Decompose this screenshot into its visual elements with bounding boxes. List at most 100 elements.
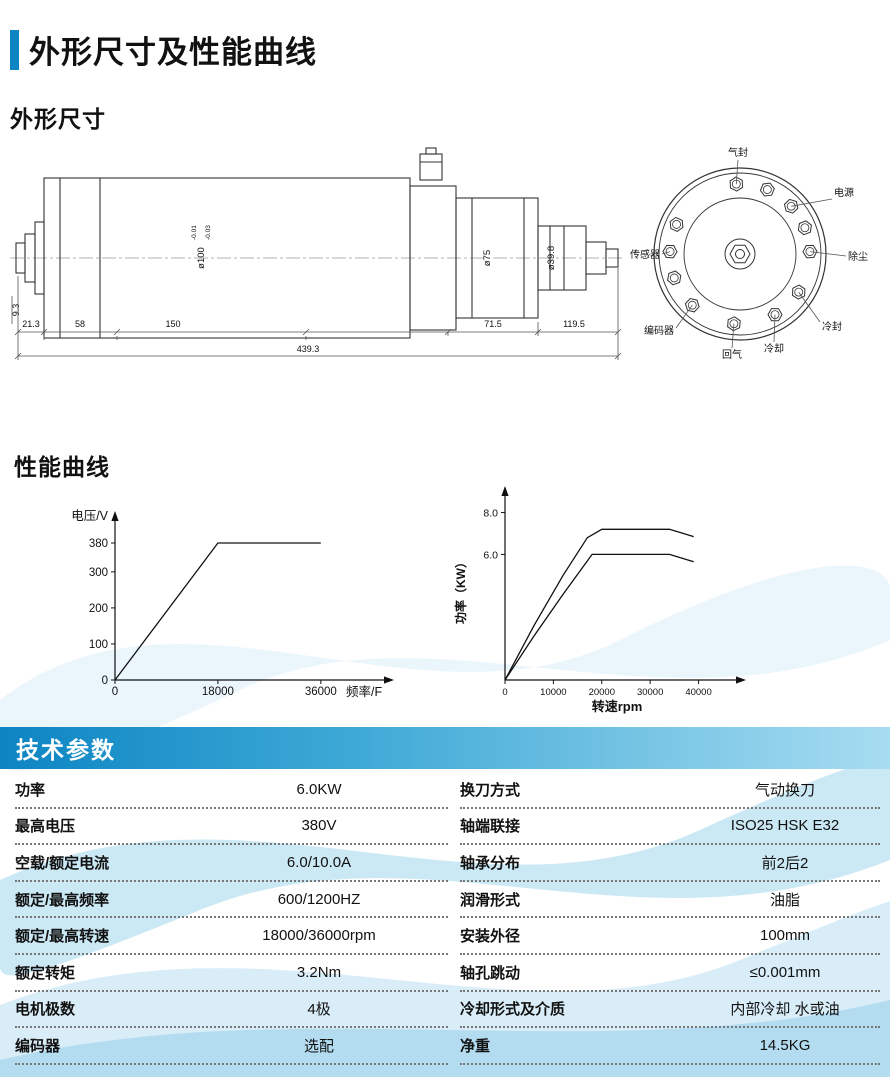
x-axis-label: 频率/F (346, 684, 382, 699)
spec-value: 6.0/10.0A (286, 853, 352, 871)
spec-value: 前2后2 (761, 854, 809, 872)
spec-row: 额定/最高频率 600/1200HZ (15, 882, 448, 919)
x-tick-label: 40000 (685, 687, 711, 698)
y-tick-label: 100 (89, 639, 108, 651)
spec-value: 3.2Nm (296, 963, 342, 981)
y-axis-label: 功率（KW） (453, 556, 468, 624)
spec-label: 空载/额定电流 (15, 854, 110, 872)
x-tick-label: 20000 (589, 687, 615, 698)
spec-row: 轴孔跳动≤0.001mm (460, 955, 880, 992)
spec-row: 净重 14.5KG (460, 1028, 880, 1065)
x-axis-label: 转速rpm (592, 699, 643, 714)
spec-value: 选配 (303, 1037, 334, 1055)
dim-dia-body: ø100 -0.01 -0.03 (191, 225, 212, 269)
section-title-curves: 性能曲线 (14, 454, 110, 480)
port-label: 回气 (722, 348, 742, 361)
flange-nut (802, 244, 818, 259)
port-label: 冷却 (764, 342, 784, 355)
spec-label: 轴端联接 (460, 818, 521, 836)
port-label: 冷封 (822, 320, 842, 333)
spec-label: 电机极数 (15, 1001, 76, 1019)
power-speed-chart: 0 10000 20000 30000 40000 6.0 8.0 功率（KW） 转速rpm (453, 486, 746, 714)
y-tick-label: 380 (89, 538, 108, 550)
spec-label: 额定/最高频率 (15, 891, 110, 909)
spec-row: 空载/额定电流 6.0/10.0A (15, 845, 448, 882)
spec-table-right-column: 换刀方式气动换刀轴端联接 ISO25 HSK E32 轴承分布 前2后2 润滑形式 油脂安… (460, 772, 880, 1065)
params-band: 技术参数 (0, 727, 890, 769)
spec-value: 油脂 (769, 891, 800, 909)
spec-value: 14.5KG (759, 1036, 811, 1054)
page-title: 外形尺寸及性能曲线 (29, 35, 317, 70)
x-tick-label: 10000 (540, 687, 566, 698)
page-header: 外形尺寸及性能曲线 (10, 27, 317, 72)
spec-value: ISO25 HSK E32 (730, 817, 840, 835)
x-tick-label: 18000 (202, 686, 234, 698)
center-hex-nut (729, 244, 751, 264)
dim-150: 150 (165, 319, 180, 329)
flange-nut (783, 198, 799, 214)
y-tick-label: 0 (102, 675, 108, 687)
spec-row: 换刀方式气动换刀 (460, 772, 880, 809)
x-tick-label: 30000 (637, 687, 663, 698)
title-accent-bar (10, 29, 19, 70)
flange-nut (662, 244, 678, 259)
port-label: 编码器 (644, 324, 674, 337)
flange-nut (791, 284, 806, 300)
section-title-params: 技术参数 (16, 737, 116, 763)
spec-row: 冷却形式及介质内部冷却 水或油 (460, 992, 880, 1029)
x-tick-label: 0 (112, 686, 118, 698)
flange-nut (797, 220, 812, 236)
spec-label: 额定/最高转速 (15, 928, 110, 946)
x-tick-label: 0 (502, 687, 507, 698)
spec-value: 380V (301, 817, 337, 835)
dim-total-439-3: 439.3 (297, 344, 320, 354)
spec-row: 轴端联接 ISO25 HSK E32 (460, 809, 880, 846)
spec-value: 600/1200HZ (277, 890, 361, 908)
spec-label: 轴孔跳动 (460, 964, 521, 982)
spec-value: 气动换刀 (754, 781, 815, 799)
spec-row: 额定/最高转速 18000/36000rpm (15, 918, 448, 955)
spec-label: 轴承分布 (460, 854, 521, 872)
svg-text:-0.01: -0.01 (191, 225, 198, 240)
dim-dia-mid: ø75 (482, 250, 493, 266)
spec-label: 额定转矩 (15, 964, 76, 982)
svg-text:-0.03: -0.03 (205, 225, 212, 240)
y-tick-label: 8.0 (483, 508, 498, 520)
spindle-side-view-drawing: ø100 -0.01 -0.03 ø75 ø39.8 9.3 21.3 58 (10, 147, 624, 360)
spec-label: 编码器 (15, 1037, 61, 1055)
flange-nut (669, 216, 684, 232)
y-axis-label: 电压/V (71, 509, 108, 523)
spec-row: 编码器 选配 (15, 1028, 448, 1065)
series-line (504, 528, 694, 681)
spec-value: 100mm (759, 927, 811, 945)
port-label: 除尘 (848, 250, 868, 263)
port-label: 传感器 (630, 248, 660, 261)
spec-label: 润滑形式 (460, 891, 521, 909)
spec-label: 最高电压 (15, 818, 76, 836)
series-line (114, 542, 321, 681)
spec-row: 最高电压 380V (15, 809, 448, 846)
spec-label: 功率 (15, 781, 46, 799)
spec-label: 净重 (460, 1037, 491, 1055)
spec-value: 18000/36000rpm (262, 927, 376, 945)
flange-nut (767, 308, 783, 322)
flange-nut (727, 316, 741, 332)
series-line (504, 553, 694, 681)
dim-dia-nose: ø39.8 (546, 246, 557, 270)
section-title-dimensions: 外形尺寸 (10, 106, 106, 132)
flange-nut (759, 182, 775, 197)
y-tick-label: 6.0 (483, 549, 498, 561)
spec-value: 内部冷却 水或油 (730, 1001, 840, 1019)
x-tick-label: 36000 (305, 686, 337, 698)
port-label: 电源 (834, 186, 854, 199)
spec-row: 额定转矩 3.2Nm (15, 955, 448, 992)
y-tick-label: 200 (89, 603, 108, 615)
dim-71-5: 71.5 (484, 319, 502, 329)
